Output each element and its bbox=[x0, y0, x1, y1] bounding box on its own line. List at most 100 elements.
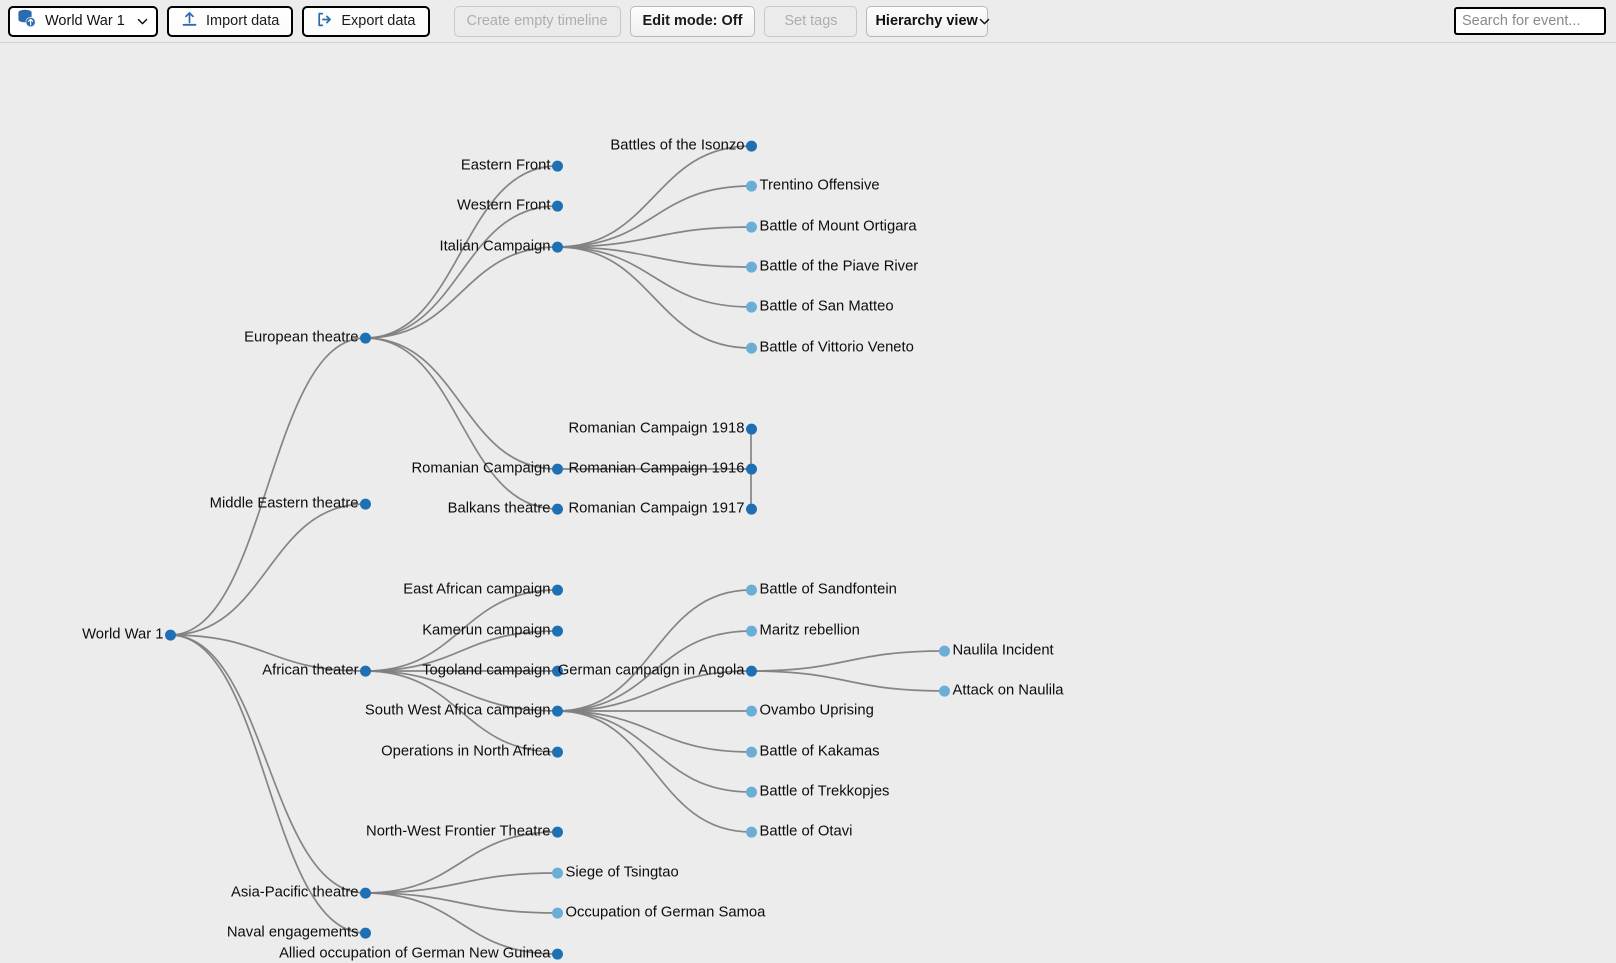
graph-node[interactable]: Romanian Campaign 1918 bbox=[568, 421, 757, 437]
node-dot-leaf[interactable] bbox=[745, 786, 757, 798]
node-dot-parent[interactable] bbox=[745, 140, 757, 152]
view-mode-select[interactable]: Hierarchy view bbox=[866, 5, 990, 37]
graph-link bbox=[556, 226, 752, 248]
node-dot-parent[interactable] bbox=[359, 927, 371, 939]
graph-link bbox=[556, 710, 752, 833]
set-tags-button[interactable]: Set tags bbox=[764, 5, 858, 37]
node-dot-leaf[interactable] bbox=[745, 584, 757, 596]
graph-node[interactable]: Battle of Kakamas bbox=[745, 744, 880, 760]
search-input[interactable] bbox=[1454, 7, 1606, 35]
graph-node[interactable]: Attack on Naulila bbox=[938, 683, 1064, 699]
create-empty-timeline-button[interactable]: Create empty timeline bbox=[453, 5, 621, 37]
graph-node[interactable]: Occupation of German Samoa bbox=[551, 905, 765, 921]
graph-node-label: Battle of Vittorio Veneto bbox=[759, 339, 914, 356]
graph-node[interactable]: Romanian Campaign 1917 bbox=[568, 501, 757, 517]
graph-node[interactable]: Battle of Mount Ortigara bbox=[745, 219, 917, 235]
node-dot-leaf[interactable] bbox=[938, 685, 950, 697]
graph-node[interactable]: Naval engagements bbox=[227, 925, 371, 941]
node-dot-parent[interactable] bbox=[551, 200, 563, 212]
search-container bbox=[1454, 7, 1606, 35]
node-dot-leaf[interactable] bbox=[745, 705, 757, 717]
edit-mode-button[interactable]: Edit mode: Off bbox=[629, 5, 756, 37]
node-dot-parent[interactable] bbox=[551, 160, 563, 172]
graph-node[interactable]: Battle of the Piave River bbox=[745, 259, 918, 275]
node-dot-leaf[interactable] bbox=[938, 645, 950, 657]
graph-node[interactable]: Battle of Otavi bbox=[745, 824, 852, 840]
node-dot-parent[interactable] bbox=[551, 503, 563, 515]
graph-node[interactable]: Naulila Incident bbox=[938, 643, 1054, 659]
node-dot-leaf[interactable] bbox=[745, 746, 757, 758]
graph-node-label: Trentino Offensive bbox=[759, 177, 880, 194]
graph-node[interactable]: Allied occupation of German New Guinea bbox=[279, 946, 563, 962]
node-dot-leaf[interactable] bbox=[551, 867, 563, 879]
node-dot-leaf[interactable] bbox=[551, 907, 563, 919]
graph-node-label: Togoland campaign bbox=[422, 662, 551, 679]
graph-node[interactable]: Western Front bbox=[457, 198, 563, 214]
graph-node[interactable]: East African campaign bbox=[403, 582, 563, 598]
node-dot-leaf[interactable] bbox=[745, 301, 757, 313]
node-dot-parent[interactable] bbox=[359, 498, 371, 510]
import-data-label: Import data bbox=[206, 13, 280, 29]
graph-node[interactable]: Romanian Campaign 1916 bbox=[568, 461, 757, 477]
node-dot-parent[interactable] bbox=[551, 584, 563, 596]
graph-node[interactable]: Maritz rebellion bbox=[745, 623, 860, 639]
import-data-button[interactable]: Import data bbox=[167, 5, 294, 37]
node-dot-parent[interactable] bbox=[359, 887, 371, 899]
edit-mode-label: Edit mode: Off bbox=[642, 13, 743, 29]
graph-node[interactable]: Operations in North Africa bbox=[381, 743, 563, 760]
graph-node[interactable]: Battles of the Isonzo bbox=[610, 137, 757, 154]
graph-node-label: North-West Frontier Theatre bbox=[366, 823, 551, 840]
toolbar: World War 1 Import data Export data Crea… bbox=[0, 0, 1616, 43]
dataset-select[interactable]: World War 1 bbox=[8, 5, 158, 37]
graph-node[interactable]: Battle of San Matteo bbox=[745, 299, 894, 315]
export-data-button[interactable]: Export data bbox=[302, 5, 430, 37]
node-dot-leaf[interactable] bbox=[745, 342, 757, 354]
node-dot-leaf[interactable] bbox=[745, 180, 757, 192]
graph-node[interactable]: African theater bbox=[262, 663, 371, 679]
graph-node[interactable]: Balkans theatre bbox=[448, 501, 563, 517]
node-dot-parent[interactable] bbox=[551, 705, 563, 717]
graph-node[interactable]: European theatre bbox=[244, 330, 371, 346]
graph-node[interactable]: Ovambo Uprising bbox=[745, 703, 874, 719]
graph-node[interactable]: Battle of Vittorio Veneto bbox=[745, 339, 914, 356]
node-dot-parent[interactable] bbox=[745, 665, 757, 677]
set-tags-label: Set tags bbox=[784, 13, 838, 29]
node-dot-parent[interactable] bbox=[551, 241, 563, 253]
node-dot-parent[interactable] bbox=[551, 625, 563, 637]
graph-node[interactable]: Kamerun campaign bbox=[422, 623, 563, 639]
graph-node[interactable]: Battle of Sandfontein bbox=[745, 582, 897, 598]
graph-node[interactable]: World War 1 bbox=[82, 627, 176, 643]
graph-node[interactable]: South West Africa campaign bbox=[365, 703, 563, 719]
graph-node[interactable]: Togoland campaign bbox=[422, 662, 563, 679]
node-dot-parent[interactable] bbox=[164, 629, 176, 641]
node-dot-parent[interactable] bbox=[551, 463, 563, 475]
graph-node[interactable]: Italian Campaign bbox=[439, 239, 563, 255]
graph-node[interactable]: Siege of Tsingtao bbox=[551, 865, 679, 881]
graph-node[interactable]: Battle of Trekkopjes bbox=[745, 784, 889, 800]
graph-node[interactable]: Asia-Pacific theatre bbox=[231, 885, 371, 901]
node-dot-parent[interactable] bbox=[551, 948, 563, 960]
graph-node[interactable]: Romanian Campaign bbox=[411, 461, 563, 477]
node-dot-parent[interactable] bbox=[359, 332, 371, 344]
node-dot-parent[interactable] bbox=[551, 665, 563, 677]
node-dot-parent[interactable] bbox=[745, 423, 757, 435]
graph-link bbox=[364, 246, 558, 339]
node-dot-leaf[interactable] bbox=[745, 826, 757, 838]
node-dot-leaf[interactable] bbox=[745, 625, 757, 637]
node-dot-leaf[interactable] bbox=[745, 261, 757, 273]
node-dot-parent[interactable] bbox=[745, 463, 757, 475]
node-dot-leaf[interactable] bbox=[745, 221, 757, 233]
node-dot-parent[interactable] bbox=[745, 503, 757, 515]
graph-link bbox=[556, 145, 752, 248]
node-dot-parent[interactable] bbox=[359, 665, 371, 677]
graph-node[interactable]: North-West Frontier Theatre bbox=[366, 823, 563, 840]
graph-node-label: Battles of the Isonzo bbox=[610, 137, 745, 154]
node-dot-parent[interactable] bbox=[551, 746, 563, 758]
node-dot-parent[interactable] bbox=[551, 826, 563, 838]
graph-node[interactable]: German campaign in Angola bbox=[558, 663, 757, 679]
graph-node[interactable]: Trentino Offensive bbox=[745, 177, 880, 194]
graph-node-label: Operations in North Africa bbox=[381, 743, 551, 760]
graph-node[interactable]: Middle Eastern theatre bbox=[210, 496, 371, 512]
graph-node[interactable]: Eastern Front bbox=[461, 158, 563, 174]
